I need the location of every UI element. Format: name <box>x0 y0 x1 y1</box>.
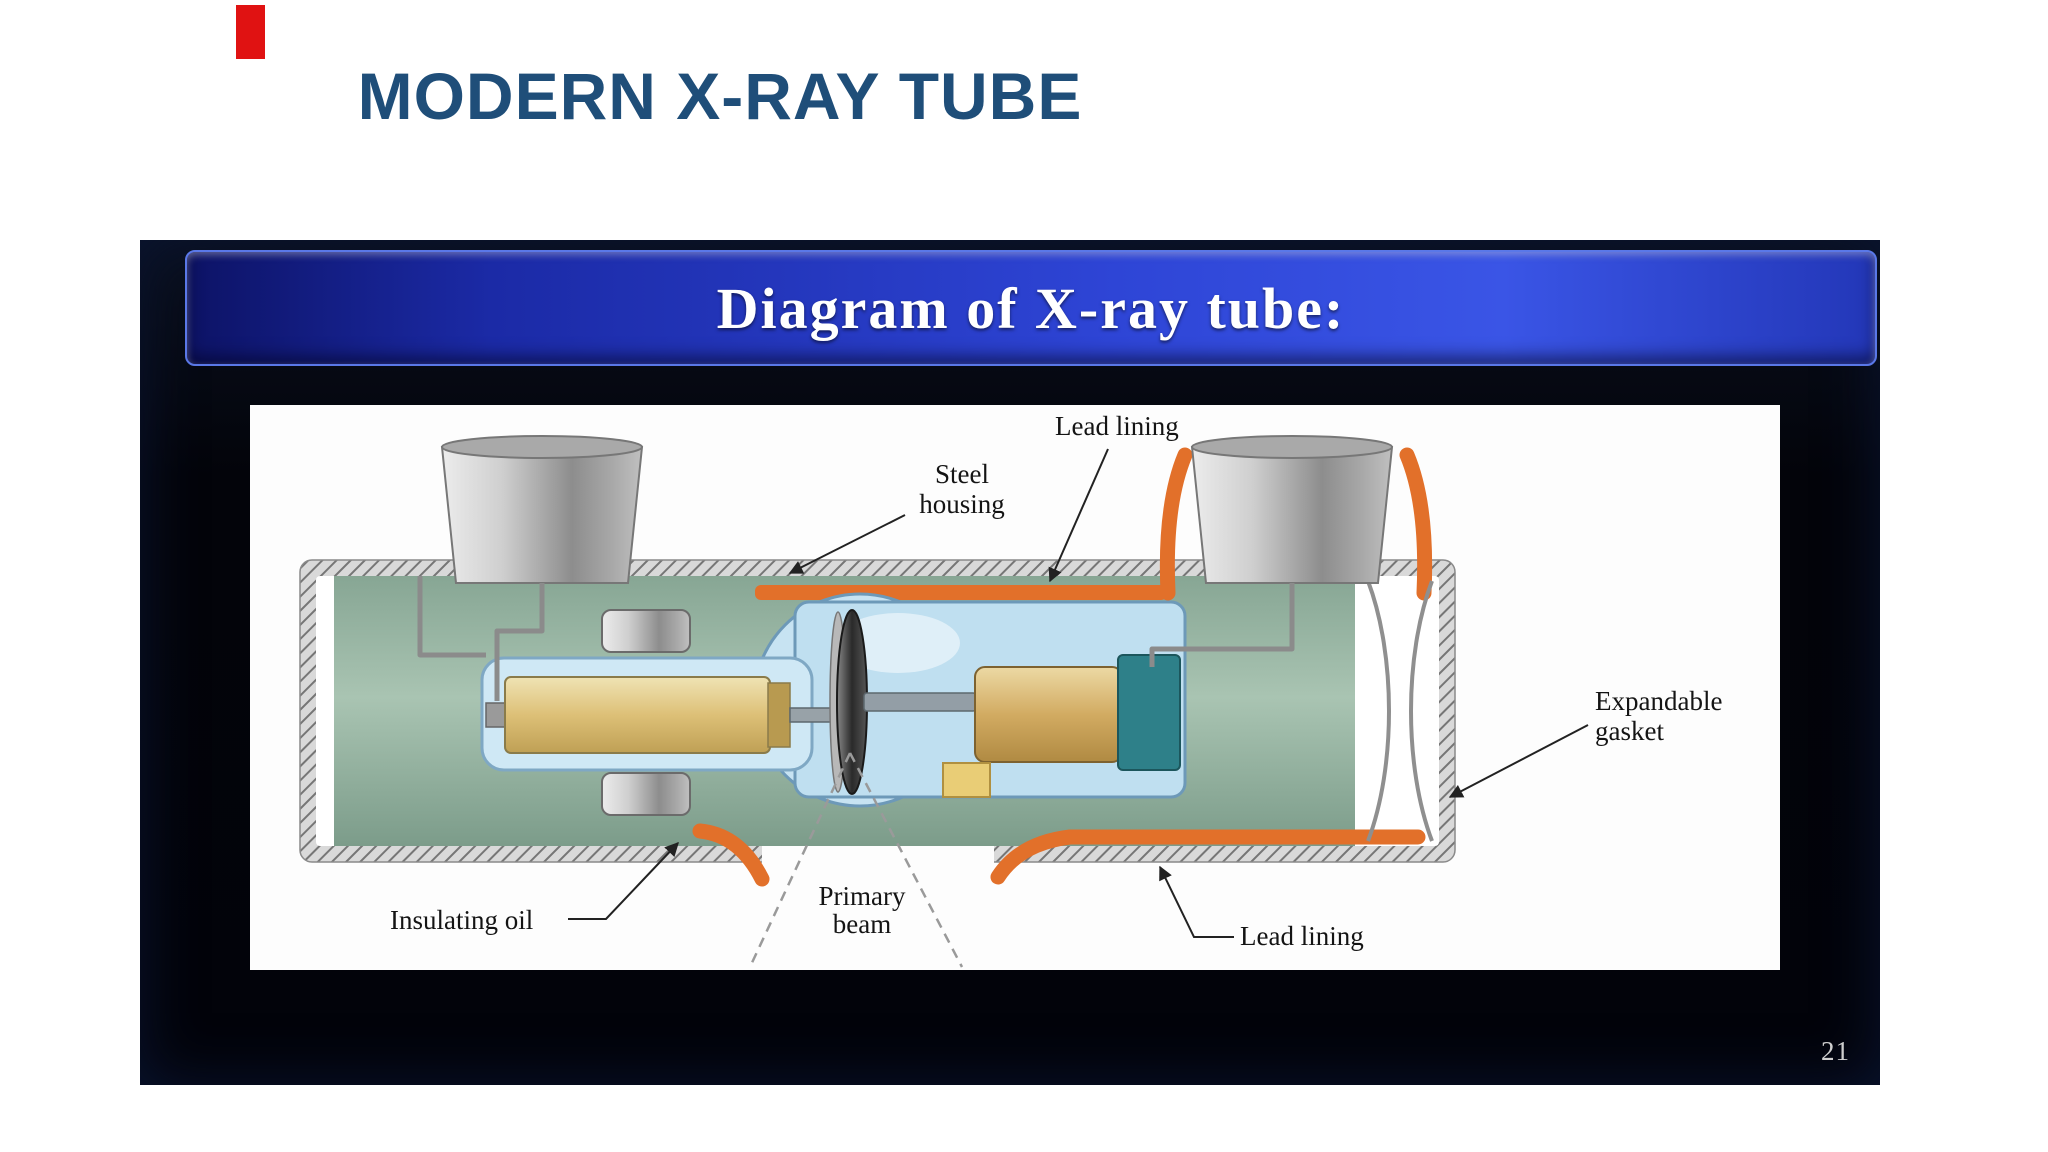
label-expandable-gasket-1: Expandable <box>1595 686 1722 716</box>
lead-lining-top-strip <box>755 585 1167 600</box>
beam-window <box>762 846 994 864</box>
insulating-oil-leader <box>568 841 679 920</box>
page-title: MODERN X-RAY TUBE <box>357 59 1083 133</box>
anode-support-block <box>942 762 991 798</box>
slide-banner: Diagram of X-ray tube: <box>185 250 1877 366</box>
focusing-cylinders <box>601 609 691 816</box>
label-primary-beam-1: Primary <box>819 881 906 911</box>
cathode-assembly <box>485 676 837 754</box>
right-cable-receptacle <box>1190 435 1394 584</box>
rotor-stator <box>942 654 1181 798</box>
label-lead-lining-top: Lead lining <box>1055 411 1179 441</box>
diagram-panel: Lead lining Steel housing Expandable gas… <box>250 405 1780 970</box>
label-primary-beam-2: beam <box>833 909 891 939</box>
lead-lining-bottom-strip <box>990 829 1426 885</box>
lead-lining-window-left <box>692 823 770 887</box>
stator-cap <box>1117 654 1181 771</box>
lead-lining-top-leader <box>1048 448 1109 583</box>
slide-banner-title: Diagram of X-ray tube: <box>716 275 1346 341</box>
label-leader-lines <box>568 448 1589 938</box>
label-insulating-oil: Insulating oil <box>390 905 533 935</box>
expandable-gasket-bellows <box>1366 580 1434 842</box>
steel-housing-leader <box>788 514 906 574</box>
connection-wires <box>417 576 1295 701</box>
label-lead-lining-bottom: Lead lining <box>1240 921 1364 951</box>
red-corner-mark <box>236 5 265 59</box>
slide: Diagram of X-ray tube: <box>140 240 1880 1085</box>
label-steel-housing-2: housing <box>919 489 1005 519</box>
left-cable-receptacle <box>440 435 644 584</box>
slide-page-number: 21 <box>1821 1036 1850 1066</box>
anode-disc <box>829 609 977 795</box>
label-steel-housing-1: Steel <box>935 459 989 489</box>
lead-lining-bottom-leader <box>1159 865 1234 938</box>
label-expandable-gasket-2: gasket <box>1595 716 1664 746</box>
primary-beam-lines <box>748 752 964 968</box>
expandable-gasket-leader <box>1448 724 1589 798</box>
xray-tube-diagram: Lead lining Steel housing Expandable gas… <box>299 411 1722 968</box>
